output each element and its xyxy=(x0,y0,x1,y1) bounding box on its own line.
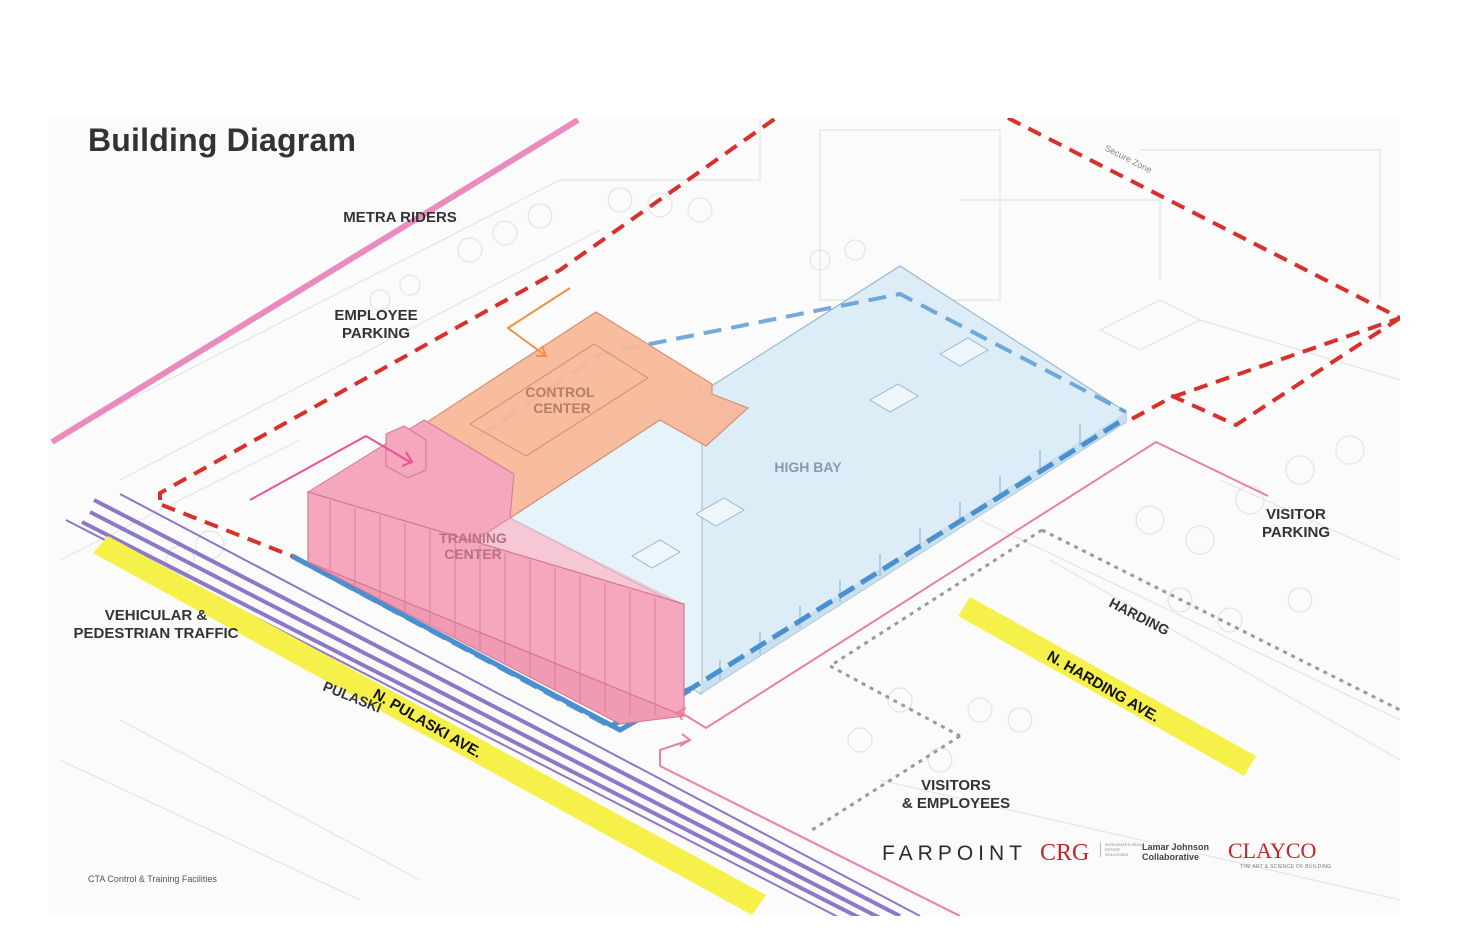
visitors-employees-label-line1: VISITORS xyxy=(921,777,991,794)
training-center-building xyxy=(307,419,685,725)
footer-note: CTA Control & Training Facilities xyxy=(88,874,217,884)
control-center-label-line1: CONTROL xyxy=(525,384,595,400)
secure-zone-boundary-west xyxy=(158,118,778,500)
harding-ave-label: N. HARDING AVE. xyxy=(1044,648,1162,726)
visitor-parking-label-line1: VISITOR xyxy=(1266,506,1326,523)
background-context xyxy=(59,118,1400,901)
farpoint-logo: FARPOINT xyxy=(882,842,1028,865)
crg-logo: CRG xyxy=(1040,840,1090,866)
employee-parking-label-line2: PARKING xyxy=(342,325,410,342)
secure-zone-boundary-east xyxy=(1007,118,1400,422)
visitors-employees-label-line2: & EMPLOYEES xyxy=(902,795,1010,812)
vehicular-traffic-label-line2: PEDESTRIAN TRAFFIC xyxy=(74,625,239,642)
visitor-parking-label-line2: PARKING xyxy=(1262,524,1330,541)
metra-rail-line xyxy=(50,118,580,445)
metra-riders-label: METRA RIDERS xyxy=(343,209,457,226)
pulaski-street-highlight xyxy=(93,536,766,915)
cta-rail-lines xyxy=(65,493,921,916)
training-center-label-line2: CENTER xyxy=(444,546,502,562)
partner-logos: FARPOINT CRG INTEGRATED REAL ESTATE SOLU… xyxy=(882,836,1352,876)
harding-basemap-label: HARDING xyxy=(1107,594,1173,638)
lamar-johnson-logo: Lamar Johnson Collaborative xyxy=(1142,842,1210,862)
vehicular-traffic-label-line1: VEHICULAR & xyxy=(105,607,208,624)
clayco-logo-tagline: THE ART & SCIENCE OF BUILDING xyxy=(1240,864,1332,870)
training-center-entry-arrow xyxy=(249,434,414,501)
high-bay-label: HIGH BAY xyxy=(774,459,842,475)
control-center-label-line2: CENTER xyxy=(533,400,591,416)
page-title: Building Diagram xyxy=(88,122,357,158)
visitor-path-line xyxy=(659,440,1269,916)
secure-zone-boundary-south xyxy=(161,503,293,558)
training-center-label-line1: TRAINING xyxy=(439,530,507,546)
employee-parking-label-line1: EMPLOYEE xyxy=(334,307,417,324)
secure-zone-boundary-notch xyxy=(1169,316,1400,428)
public-zone-boundary xyxy=(811,528,1400,832)
crg-logo-tagline: INTEGRATED REAL ESTATE SOLUTIONS xyxy=(1100,842,1143,857)
harding-street-highlight xyxy=(958,597,1256,776)
clayco-logo: CLAYCO xyxy=(1228,838,1317,863)
control-center-entry-arrow xyxy=(506,287,571,357)
